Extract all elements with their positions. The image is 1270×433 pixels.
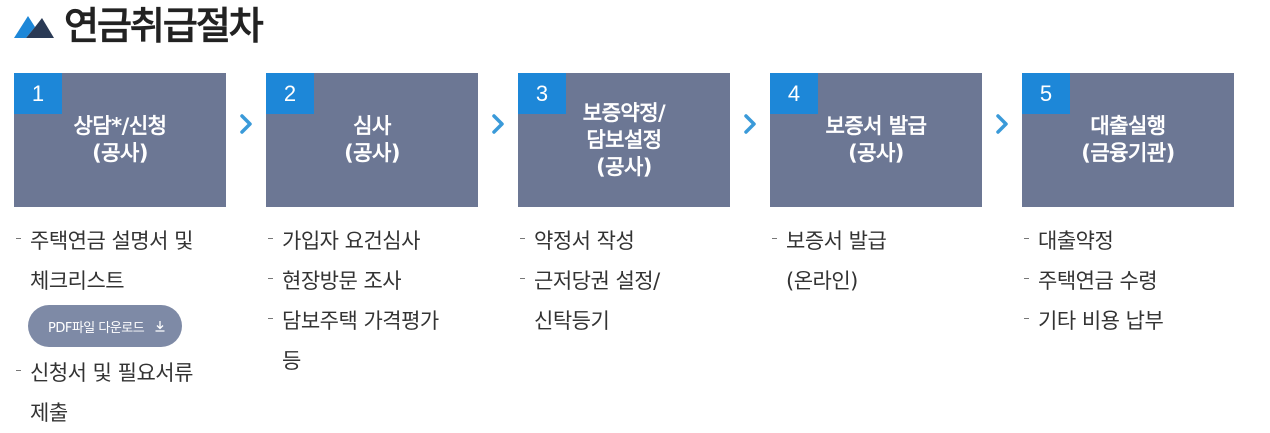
step-4: 4 보증서 발급 (공사) 보증서 발급 (온라인)	[770, 73, 982, 301]
page-header: 연금취급절차	[14, 0, 264, 52]
list-item: 근저당권 설정/ 신탁등기	[518, 261, 730, 341]
list-item: 보증서 발급	[770, 221, 982, 261]
list-item: 현장방문 조사	[266, 261, 478, 301]
list-item: 기타 비용 납부	[1022, 301, 1234, 341]
list-item: 가입자 요건심사	[266, 221, 478, 261]
step-label: 상담*/신청 (공사)	[73, 114, 167, 165]
step-number: 1	[14, 73, 62, 114]
step-label: 대출실행 (금융기관)	[1081, 114, 1175, 165]
chevron-right-icon	[240, 114, 252, 134]
step-number: 2	[266, 73, 314, 114]
step-description-list: 약정서 작성 근저당권 설정/ 신탁등기	[518, 221, 730, 341]
list-item: 담보주택 가격평가 등	[266, 301, 478, 381]
step-3: 3 보증약정/ 담보설정 (공사) 약정서 작성 근저당권 설정/ 신탁등기	[518, 73, 730, 341]
step-description-list: 대출약정 주택연금 수령 기타 비용 납부	[1022, 221, 1234, 341]
chevron-right-icon	[996, 114, 1008, 134]
step-number: 4	[770, 73, 818, 114]
pdf-download-label: PDF파일 다운로드	[48, 320, 145, 336]
step-box: 5 대출실행 (금융기관)	[1022, 73, 1234, 207]
chevron-right-icon	[744, 114, 756, 134]
list-item-continuation: (온라인)	[786, 269, 858, 293]
step-box: 3 보증약정/ 담보설정 (공사)	[518, 73, 730, 207]
step-label: 심사 (공사)	[344, 114, 400, 165]
step-label: 보증약정/ 담보설정 (공사)	[582, 100, 666, 179]
step-number: 5	[1022, 73, 1070, 114]
list-item: 주택연금 설명서 및 체크리스트	[14, 221, 226, 301]
step-box: 1 상담*/신청 (공사)	[14, 73, 226, 207]
list-item: 주택연금 수령	[1022, 261, 1234, 301]
download-icon	[155, 321, 165, 332]
step-number: 3	[518, 73, 566, 114]
chevron-right-icon	[492, 114, 504, 134]
list-item: 대출약정	[1022, 221, 1234, 261]
pdf-download-button[interactable]: PDF파일 다운로드	[28, 305, 183, 347]
step-box: 4 보증서 발급 (공사)	[770, 73, 982, 207]
step-description-list: 주택연금 설명서 및 체크리스트 PDF파일 다운로드 신청서 및 필요서류 제…	[14, 221, 226, 433]
mountain-logo-icon	[14, 16, 54, 38]
step-2: 2 심사 (공사) 가입자 요건심사 현장방문 조사 담보주택 가격평가 등	[266, 73, 478, 381]
download-row: PDF파일 다운로드	[14, 301, 226, 353]
step-label: 보증서 발급 (공사)	[825, 114, 927, 165]
step-1: 1 상담*/신청 (공사) 주택연금 설명서 및 체크리스트 PDF파일 다운로…	[14, 73, 226, 433]
step-box: 2 심사 (공사)	[266, 73, 478, 207]
step-5: 5 대출실행 (금융기관) 대출약정 주택연금 수령 기타 비용 납부	[1022, 73, 1234, 341]
step-description-list: 보증서 발급 (온라인)	[770, 221, 982, 301]
list-item: 신청서 및 필요서류 제출	[14, 353, 226, 433]
list-item: 약정서 작성	[518, 221, 730, 261]
step-description-list: 가입자 요건심사 현장방문 조사 담보주택 가격평가 등	[266, 221, 478, 381]
page-title: 연금취급절차	[64, 4, 264, 48]
